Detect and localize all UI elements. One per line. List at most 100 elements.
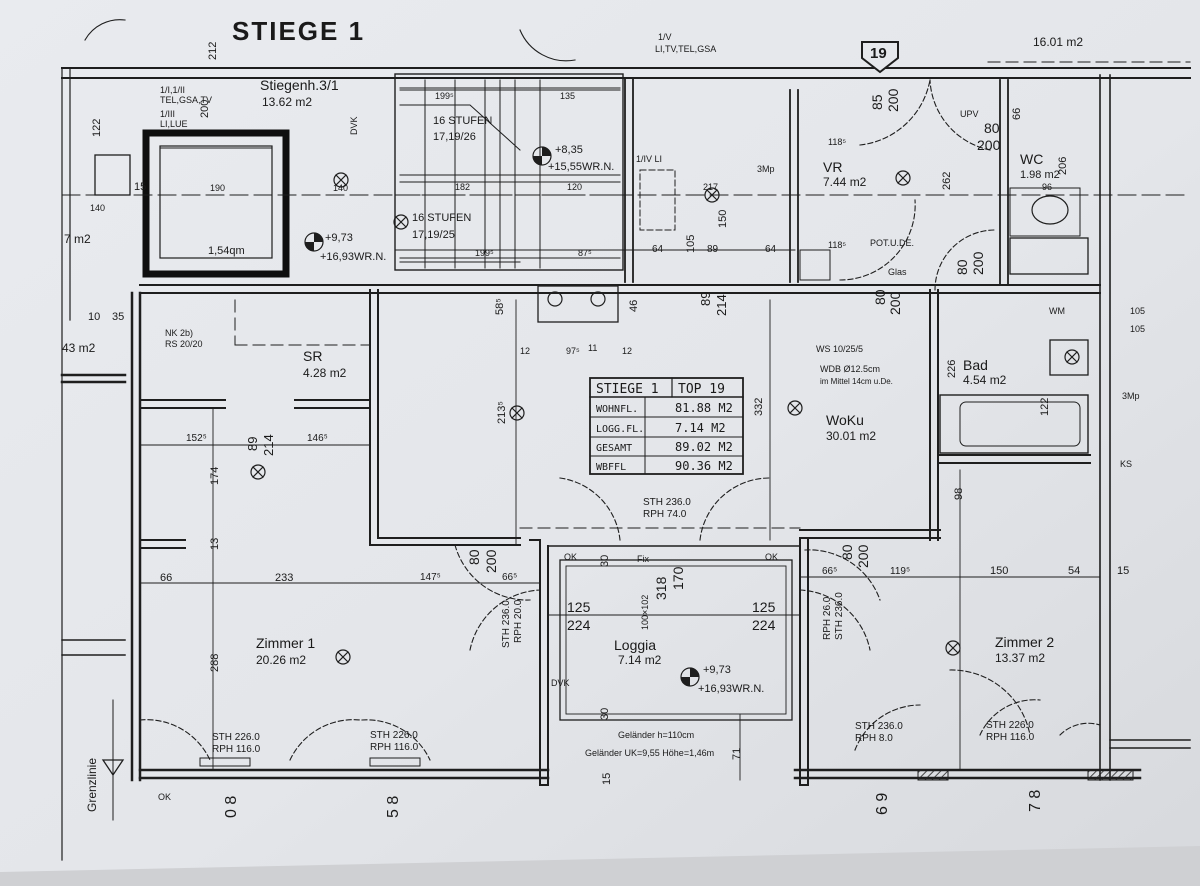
dim-label: 12 <box>622 346 632 356</box>
railing-note-2: Geländer UK=9,55 Höhe=1,46m <box>585 748 714 758</box>
ok-label: OK <box>765 552 778 562</box>
dim-label: 224 <box>752 617 776 633</box>
dim-label: 71 <box>731 748 743 760</box>
install-note-1: 1/I,1/II <box>160 85 185 95</box>
dim-label: 80 <box>839 544 855 560</box>
info-row-label: WBFFL <box>596 462 626 473</box>
level-a-wrn: +16,93WR.N. <box>320 251 386 263</box>
ok-label: OK <box>564 552 577 562</box>
dim-label: 89 <box>245 437 260 451</box>
dim-label: 105 <box>685 235 697 253</box>
info-row-label: LOGG.FL. <box>596 424 644 435</box>
corner-area: 16.01 m2 <box>1033 35 1083 49</box>
dim-label: 85 <box>869 94 885 110</box>
dim-label: 89 <box>707 244 719 255</box>
dvk-label: DVK <box>551 678 570 688</box>
sheet-title: STIEGE 1 <box>232 16 365 46</box>
dim-label: 147⁵ <box>420 572 441 583</box>
ws-note: WS 10/25/5 <box>816 344 863 354</box>
dim-label: 105 <box>1130 306 1145 316</box>
wc-name: WC <box>1020 151 1043 167</box>
dim-label: 262 <box>941 172 953 190</box>
dim-label: 46 <box>628 300 640 312</box>
dim-label: 105 <box>1130 324 1145 334</box>
dim-label: 182 <box>455 182 470 192</box>
level-c-wrn: +16,93WR.N. <box>698 683 764 695</box>
level-c: +9,73 <box>703 664 731 676</box>
upv-label: UPV <box>960 109 979 119</box>
dim-label: 98 <box>953 488 965 500</box>
dim-label: 66⁵ <box>502 572 517 583</box>
axis-label: 5 8 <box>385 796 402 818</box>
zimmer1-area: 20.26 m2 <box>256 653 306 667</box>
dim-label: 146⁵ <box>307 433 328 444</box>
dim-label: 226 <box>946 360 958 378</box>
dim-label: 190 <box>210 183 225 193</box>
stiegenhaus-name: Stiegenh.3/1 <box>260 77 339 93</box>
wdb-note: WDB Ø12.5cm <box>820 364 880 374</box>
stair-upper-steps: 16 STUFEN <box>433 115 492 127</box>
info-row-value: 90.36 M2 <box>675 459 733 473</box>
grenzlinie-label: Grenzlinie <box>85 758 99 812</box>
bad-area: 4.54 m2 <box>963 373 1007 387</box>
dim-label: 135 <box>560 91 575 101</box>
woku-area: 30.01 m2 <box>826 429 876 443</box>
wdb-note-2: im Mittel 14cm u.De. <box>820 377 893 386</box>
dim-label: 200 <box>970 251 986 275</box>
dim-label: 200 <box>885 88 901 112</box>
dim-label: 214 <box>714 294 729 316</box>
dim-label: 96 <box>1042 182 1052 192</box>
dim-label: 152⁵ <box>186 433 207 444</box>
dim-label: 30 <box>599 708 611 720</box>
dim-label: 11 <box>588 343 597 353</box>
dim-label: 318 <box>653 576 669 600</box>
level-marker-fills <box>305 147 699 686</box>
level-a: +9,73 <box>325 232 353 244</box>
vr-area: 7.44 m2 <box>823 175 867 189</box>
dim-label: 125 <box>567 599 591 615</box>
dim-label: 150 <box>717 210 729 228</box>
vr-name: VR <box>823 159 842 175</box>
dim-label: 30 <box>599 555 611 567</box>
dim-label: 35 <box>112 311 124 323</box>
dim-label: 332 <box>753 398 765 416</box>
dim-label: 122 <box>1039 398 1051 416</box>
dim-label: 80 <box>954 259 970 275</box>
woku-name: WoKu <box>826 412 864 428</box>
install-note-3: 1/III <box>160 109 175 119</box>
door-rph-label: RPH 116.0 <box>370 742 419 753</box>
dim-label: 199⁵ <box>435 91 454 101</box>
pot-note: POT.U.DE. <box>870 238 914 248</box>
dim-label: 200 <box>977 137 1001 153</box>
fix-note: Fix <box>637 554 649 564</box>
wm-label: WM <box>1049 306 1065 316</box>
door-sth-label: STH 226.0 <box>370 730 418 741</box>
info-table-header-right: TOP 19 <box>678 382 725 397</box>
axis-label: 6 9 <box>874 793 891 815</box>
wc-area: 1.98 m2 <box>1020 169 1060 181</box>
axis-label: 7 8 <box>1027 790 1044 812</box>
dim-label: 200 <box>483 549 499 573</box>
door-sth-label: STH 236.0 <box>501 600 512 648</box>
info-row-label: WOHNFL. <box>596 404 638 415</box>
dim-label: 66 <box>1011 108 1023 120</box>
dim-label: 64 <box>765 244 777 255</box>
dim-label: 12 <box>520 346 530 356</box>
dim-label: 174 <box>209 467 221 485</box>
dim-label: 58⁵ <box>494 298 506 315</box>
dim-label: 66⁵ <box>822 566 837 577</box>
three-mp-label: 3Mp <box>757 164 775 174</box>
door-sth-label: STH 236.0 <box>643 497 691 508</box>
axis-label: 0 8 <box>223 796 240 818</box>
dim-label: 100×102 <box>640 595 650 630</box>
loggia-name: Loggia <box>614 637 656 653</box>
bad-name: Bad <box>963 357 988 373</box>
dim-label: 119⁵ <box>890 566 910 577</box>
stair-upper-dims: 17,19/26 <box>433 131 476 143</box>
dim-label: 213⁵ <box>496 401 508 424</box>
glas-note: Glas <box>888 267 907 277</box>
dim-label: 140 <box>90 203 105 213</box>
dim-label: 80 <box>984 120 1000 136</box>
